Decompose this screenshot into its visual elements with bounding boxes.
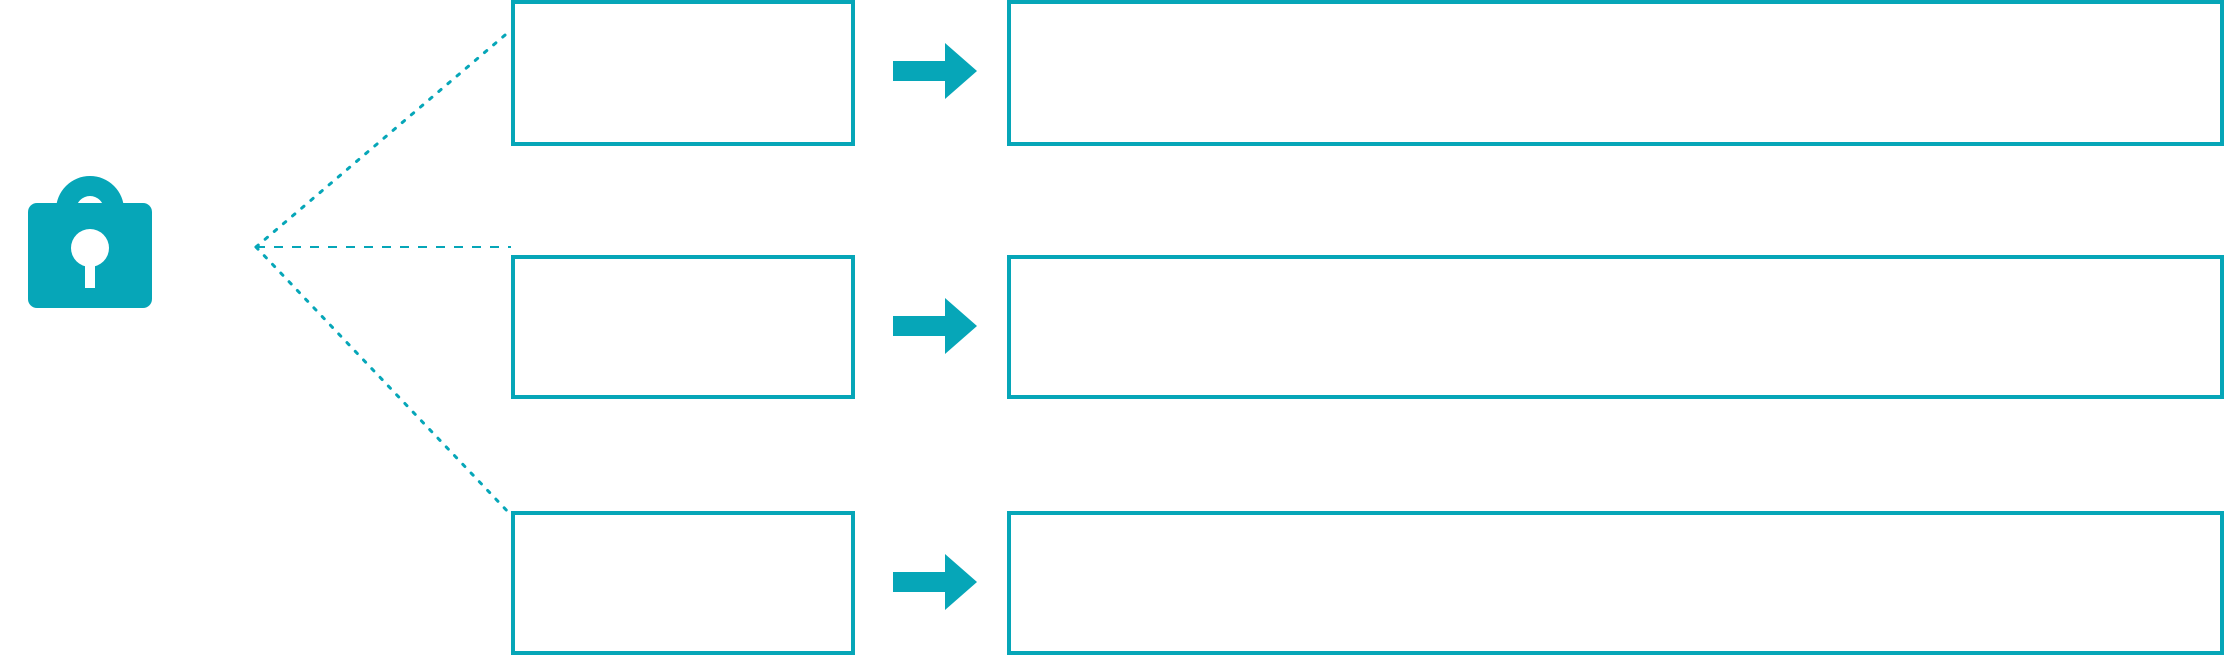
right-box-row-2[interactable]	[1007, 255, 2224, 399]
connector-line-row-3	[254, 245, 513, 517]
padlock-icon	[28, 176, 152, 308]
right-box-row-3[interactable]	[1007, 511, 2224, 655]
left-box-row-2[interactable]	[511, 255, 855, 399]
left-box-row-1[interactable]	[511, 0, 855, 146]
right-box-row-1[interactable]	[1007, 0, 2224, 146]
right-arrow-icon	[893, 554, 977, 610]
connector-line-row-1	[254, 28, 513, 249]
left-box-row-3[interactable]	[511, 511, 855, 655]
right-arrow-icon	[893, 43, 977, 99]
right-arrow-icon	[893, 298, 977, 354]
